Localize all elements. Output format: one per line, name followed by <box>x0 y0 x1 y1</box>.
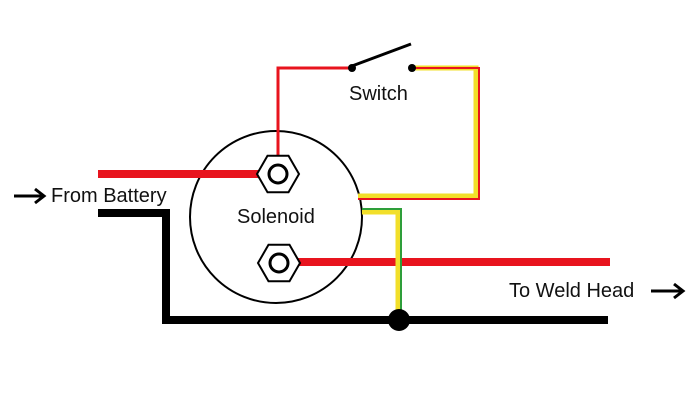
ground-black-wire <box>98 209 608 324</box>
bottom-terminal-hex-nut-icon <box>256 243 302 283</box>
solenoid-label: Solenoid <box>237 206 315 228</box>
to-weld-head-label: To Weld Head <box>509 280 635 302</box>
switch-label: Switch <box>349 83 408 105</box>
junction-dot-icon <box>388 309 410 331</box>
top-terminal-hex-nut-icon <box>255 154 301 194</box>
switch-return-red-wire <box>358 67 480 200</box>
from-battery-arrow-icon <box>14 187 47 205</box>
ground-yellow-wire <box>362 209 401 320</box>
from-battery-label: From Battery <box>51 185 167 207</box>
ground-green-wire <box>362 208 402 320</box>
to-weld-head-arrow-icon <box>651 282 686 300</box>
switch-red-wire <box>276 66 352 160</box>
open-switch-icon <box>348 42 416 72</box>
